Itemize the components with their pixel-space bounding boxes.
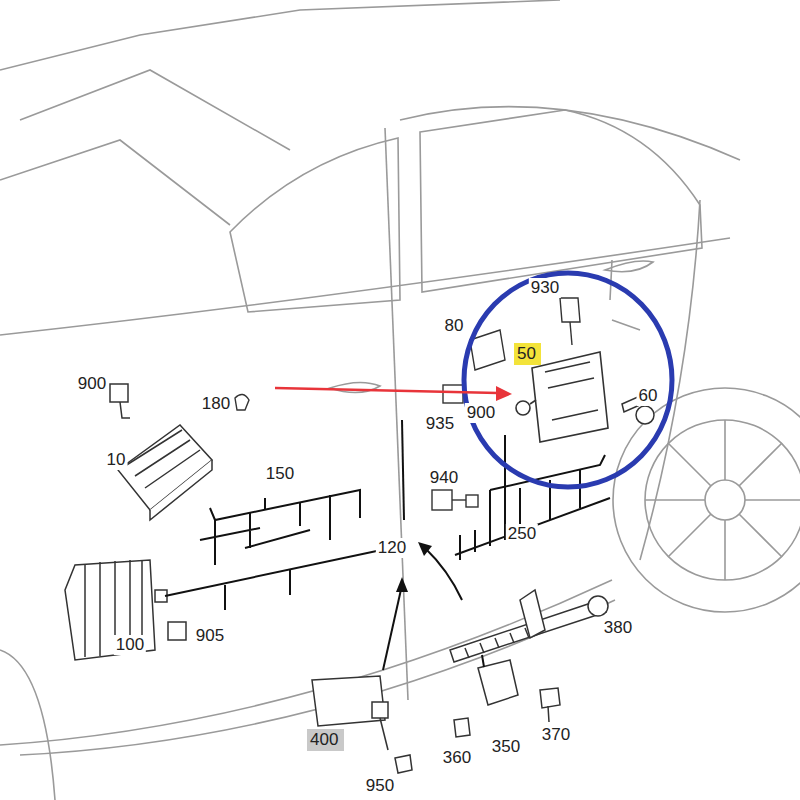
callout-number: 380 bbox=[602, 618, 634, 638]
callout-number: 60 bbox=[637, 386, 660, 406]
callout-number: 400 bbox=[310, 730, 341, 750]
callout-number: 360 bbox=[441, 748, 473, 768]
callout-number: 250 bbox=[506, 524, 538, 544]
callout-number: 350 bbox=[490, 737, 522, 757]
callout-number: 80 bbox=[443, 316, 466, 336]
callout-number: 120 bbox=[376, 538, 408, 558]
callout-number: 950 bbox=[364, 776, 396, 796]
callout-highlight: 50 bbox=[514, 343, 541, 365]
callout-highlight: 400 bbox=[307, 729, 344, 751]
callout-number: 905 bbox=[194, 626, 226, 646]
callout-number: 935 bbox=[424, 414, 456, 434]
callout-number: 100 bbox=[114, 635, 146, 655]
callout-number: 370 bbox=[540, 725, 572, 745]
callout-number: 940 bbox=[428, 468, 460, 488]
callout-number: 930 bbox=[529, 278, 561, 298]
callout-number: 50 bbox=[517, 344, 538, 364]
callout-number: 10 bbox=[105, 450, 128, 470]
callout-number: 900 bbox=[76, 374, 108, 394]
callout-number: 150 bbox=[264, 464, 296, 484]
callout-number: 180 bbox=[200, 394, 232, 414]
callout-number: 900 bbox=[465, 403, 497, 423]
